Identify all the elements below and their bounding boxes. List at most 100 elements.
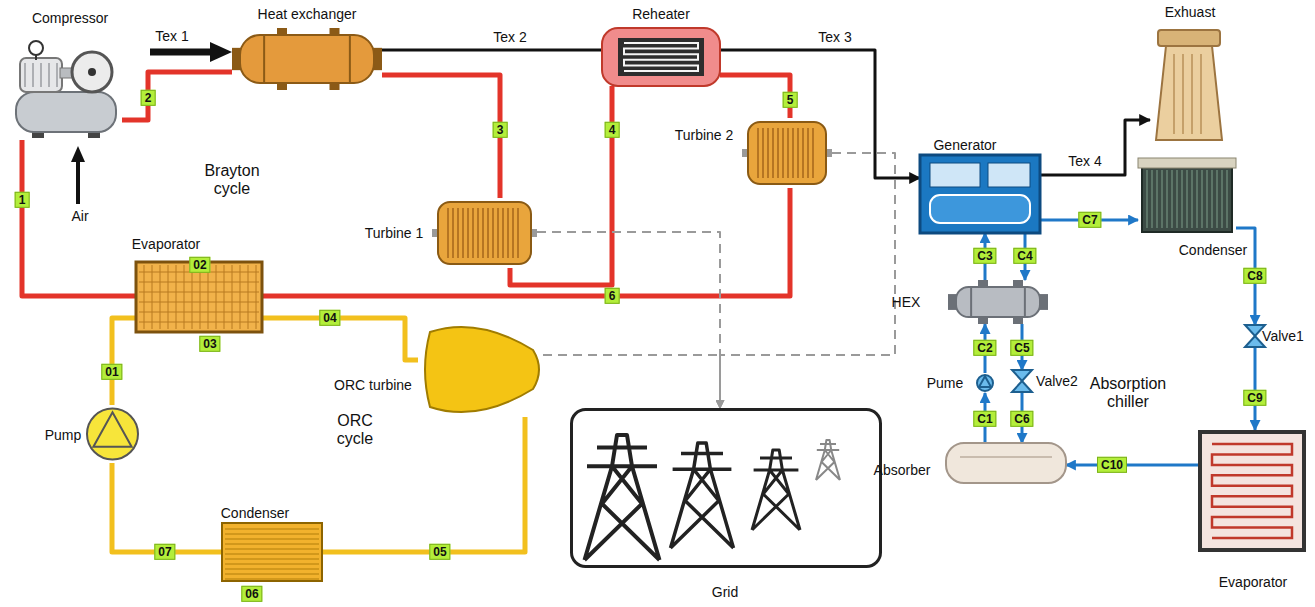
blade-line	[772, 128, 774, 178]
power-line	[537, 232, 720, 408]
blade-line	[507, 208, 509, 258]
fin	[139, 292, 259, 293]
fin	[192, 265, 193, 329]
fin	[160, 265, 161, 329]
state-point: 2	[141, 90, 156, 106]
fin	[225, 568, 319, 569]
arrow-head	[71, 146, 85, 162]
blade-line	[762, 128, 764, 178]
blade-line	[462, 208, 464, 258]
component-label: Reheater	[632, 6, 690, 22]
reheater-icon	[602, 28, 720, 86]
fin	[1191, 170, 1192, 228]
fin	[208, 265, 209, 329]
valve-icon	[1245, 325, 1265, 347]
blade-line	[767, 128, 769, 178]
shape-part	[29, 41, 43, 55]
reheater: Reheater	[602, 28, 720, 86]
fin	[225, 553, 319, 554]
state-point: 05	[429, 544, 450, 560]
fin	[139, 322, 259, 323]
fin	[225, 563, 319, 564]
shape-part	[263, 36, 265, 82]
shape-part	[1245, 325, 1265, 336]
state-point: C7	[1078, 212, 1101, 228]
heat-exchanger: Heat exchanger	[232, 28, 382, 90]
blade-line	[782, 128, 784, 178]
shape-part	[1138, 158, 1236, 168]
state-point: 6	[605, 288, 620, 304]
fin	[152, 265, 153, 329]
absorber: Absorber	[946, 443, 1066, 483]
condenser: Condenser	[222, 523, 322, 581]
flow-label: Tex 3	[818, 29, 851, 45]
valve: Valve2	[1012, 370, 1032, 392]
fin	[1151, 170, 1152, 228]
shape-part	[48, 63, 50, 87]
shape-part	[1024, 288, 1026, 316]
fin	[225, 533, 319, 534]
shape-part	[1012, 370, 1032, 381]
state-point: C5	[1010, 340, 1033, 356]
shape-part	[1200, 432, 1304, 550]
component-label: Heat exchanger	[258, 6, 357, 22]
orc-turbine: ORC turbine	[418, 322, 543, 417]
state-point: 04	[319, 310, 340, 326]
cycle-label: Absorption chiller	[1078, 375, 1178, 412]
arrow-shaft	[150, 49, 212, 56]
shape-part	[16, 92, 116, 132]
blade-line	[467, 208, 469, 258]
exhaust-stack: Exhuast	[1150, 24, 1228, 140]
flow-pipe	[22, 140, 136, 296]
fin	[1221, 170, 1222, 228]
flow-pipe	[112, 463, 222, 552]
state-point: C4	[1013, 248, 1036, 264]
generator: Generator	[920, 155, 1040, 233]
component-label: Evaporator	[1219, 574, 1287, 590]
exhaust-inlet-arrow	[150, 42, 232, 62]
air-inlet-arrow	[71, 146, 85, 204]
pylon	[816, 440, 840, 480]
fin	[225, 578, 319, 579]
fin	[1226, 170, 1227, 228]
shape-part	[56, 63, 58, 87]
shape-part	[956, 287, 1040, 317]
turbine: Turbine 2	[742, 118, 832, 188]
fin	[144, 265, 145, 329]
shape-part	[438, 202, 531, 264]
component-label: Pume	[927, 375, 964, 391]
state-point: 5	[783, 92, 798, 108]
state-point: C10	[1097, 457, 1127, 473]
pylon	[671, 443, 734, 548]
arrow-head	[210, 42, 232, 62]
component-label: Condenser	[1179, 242, 1248, 258]
flow-pipe	[1040, 120, 1150, 175]
shape-part	[222, 523, 322, 581]
valve-icon	[1012, 370, 1032, 392]
shape-part	[1173, 54, 1175, 134]
fin	[232, 265, 233, 329]
blade-line	[482, 208, 484, 258]
shape-part	[32, 63, 34, 87]
evaporator: Evaporator	[1198, 430, 1306, 552]
pump-icon	[975, 373, 995, 393]
component-label: Grid	[712, 584, 738, 600]
fin	[1156, 170, 1157, 228]
shape-part	[35, 55, 37, 60]
state-point: 07	[154, 544, 175, 560]
fin	[225, 573, 319, 574]
compressor: Compressor	[12, 30, 122, 140]
state-point: C1	[973, 411, 996, 427]
arrow-shaft	[76, 160, 80, 204]
blade-line	[812, 128, 814, 178]
state-point: C6	[1010, 411, 1033, 427]
flow-label: Tex 2	[493, 29, 526, 45]
component-label: Evaporator	[132, 236, 200, 252]
cycle-label: Brayton cycle	[196, 162, 268, 199]
blade-line	[757, 128, 759, 178]
fin	[225, 543, 319, 544]
shape-part	[970, 288, 972, 316]
state-point: 02	[189, 257, 210, 273]
shape-part	[1142, 166, 1232, 232]
